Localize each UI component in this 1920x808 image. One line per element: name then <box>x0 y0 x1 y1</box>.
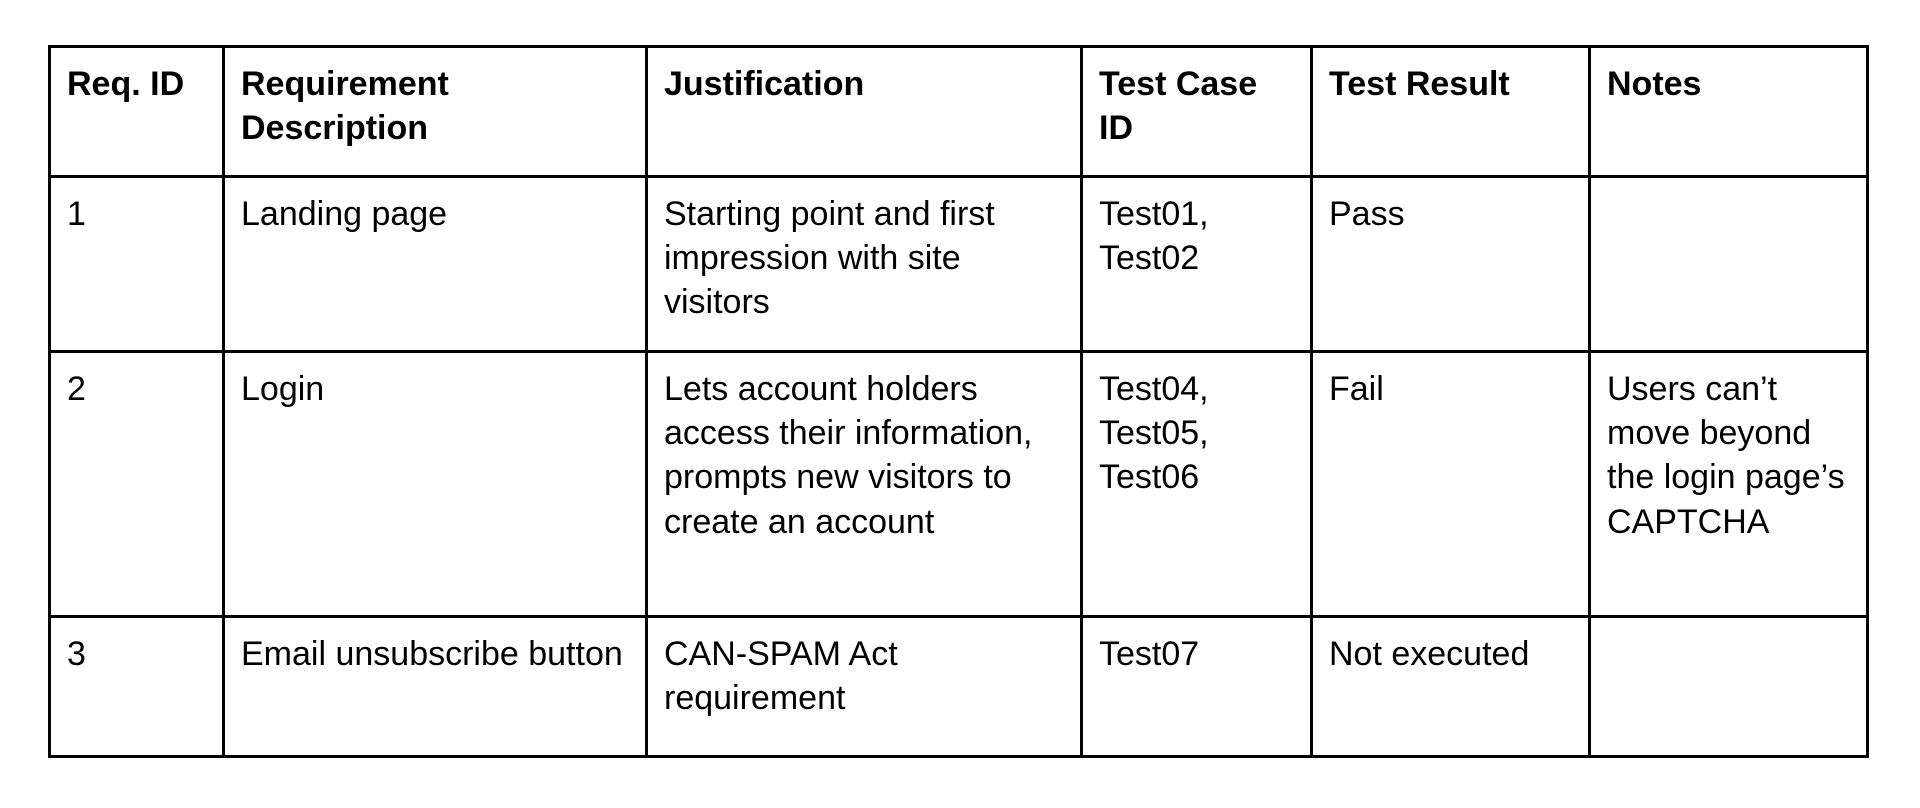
cell-justification: Starting point and first impression with… <box>645 175 1083 353</box>
cell-test-result: Pass <box>1310 175 1591 353</box>
cell-justification: Lets account holders access their inform… <box>645 350 1083 618</box>
cell-notes: Users can’t move beyond the login page’s… <box>1588 350 1869 618</box>
column-header-requirement-description: Requirement Description <box>222 45 648 178</box>
cell-req-id: 3 <box>48 615 225 758</box>
table-row: 2 Login Lets account holders access thei… <box>48 350 1869 618</box>
cell-requirement-description: Email unsubscribe button <box>222 615 648 758</box>
cell-req-id: 2 <box>48 350 225 618</box>
table-row: 1 Landing page Starting point and first … <box>48 175 1869 353</box>
table-header: Req. ID Requirement Description Justific… <box>48 45 1869 178</box>
requirements-traceability-table: Req. ID Requirement Description Justific… <box>48 45 1869 758</box>
cell-requirement-description: Login <box>222 350 648 618</box>
column-header-notes: Notes <box>1588 45 1869 178</box>
cell-test-case-id: Test04, Test05, Test06 <box>1080 350 1313 618</box>
column-header-justification: Justification <box>645 45 1083 178</box>
cell-test-case-id: Test01, Test02 <box>1080 175 1313 353</box>
table-row: 3 Email unsubscribe button CAN-SPAM Act … <box>48 615 1869 758</box>
cell-test-result: Not executed <box>1310 615 1591 758</box>
table-body: 1 Landing page Starting point and first … <box>48 175 1869 758</box>
header-row: Req. ID Requirement Description Justific… <box>48 45 1869 178</box>
cell-test-result: Fail <box>1310 350 1591 618</box>
cell-notes <box>1588 175 1869 353</box>
cell-requirement-description: Landing page <box>222 175 648 353</box>
cell-notes <box>1588 615 1869 758</box>
cell-test-case-id: Test07 <box>1080 615 1313 758</box>
column-header-test-result: Test Result <box>1310 45 1591 178</box>
cell-req-id: 1 <box>48 175 225 353</box>
table-container: Req. ID Requirement Description Justific… <box>48 45 1869 758</box>
cell-justification: CAN-SPAM Act requirement <box>645 615 1083 758</box>
column-header-req-id: Req. ID <box>48 45 225 178</box>
column-header-test-case-id: Test Case ID <box>1080 45 1313 178</box>
